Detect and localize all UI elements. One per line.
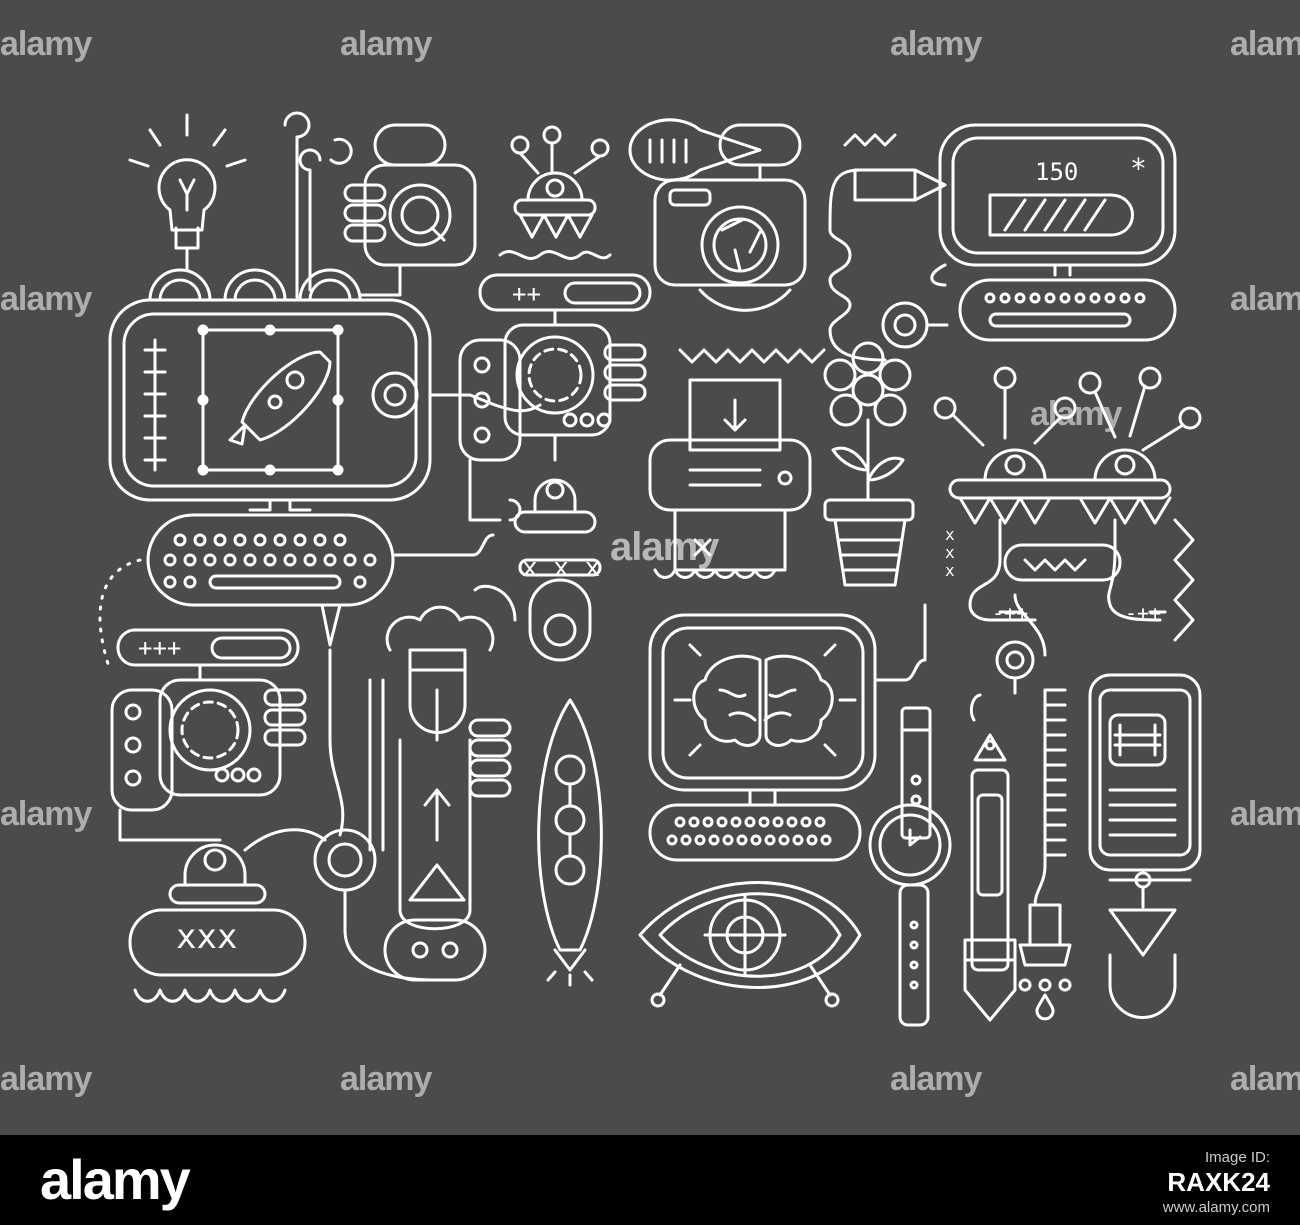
fountain-pen-icon [963,693,1017,1022]
wristwatch-icon [868,706,952,1027]
site-url: www.alamy.com [1162,1199,1270,1216]
x-marks-bottom: xxx [176,917,237,957]
rocket-icon [537,698,603,987]
zigzag-top [843,133,897,147]
keyboard-1 [146,513,495,607]
keyboard-3 [648,803,862,862]
alien-robot-top [498,125,612,260]
footer-bar: alamy Image ID: RAXK24 www.alamy.com [0,1135,1300,1225]
camera-top [343,123,477,297]
zigzag-right [1173,518,1195,642]
twin-alien-robots [933,366,1202,622]
image-id-label: Image ID: [1204,1149,1270,1166]
lightbulb-icon [128,113,247,272]
plus-bar-top [478,273,652,312]
zigzag-middle [678,348,826,364]
chef-figure [368,584,517,982]
arch-connectors [148,111,362,302]
dark-background [0,0,1300,1135]
hanging-gadget [995,593,1072,1021]
monitor-count-text: 150 [1035,158,1078,186]
smartphone-icon [1088,673,1202,1019]
eye-icon [638,881,862,1008]
plus-two-text: ++ [512,280,541,308]
alien-robot-bottom-left [128,828,327,1003]
pencil-cable [828,168,949,362]
line-art-illustration: ++ x x x [0,0,1300,1135]
printer [648,378,812,579]
plus-bar-right: -++ [1125,601,1161,625]
keyboard-2 [958,278,1177,342]
dotted-curve [98,558,142,672]
connector-node [313,603,437,982]
flower-pot [823,341,915,587]
image-id: RAXK24 [1167,1167,1270,1197]
robot-middle [513,433,602,662]
footer-logo: alamy [40,1148,191,1211]
monitor-right [930,123,1177,287]
plus-three-text: +++ [138,634,181,662]
camera-left-lower [110,628,307,842]
brain-monitor [648,603,927,807]
design-monitor [108,298,542,512]
camera-speech-bubble [628,118,807,312]
monitor-star-text: * [1130,152,1147,185]
camera-middle [458,308,647,522]
x-marks-middle: x x x [522,553,600,583]
